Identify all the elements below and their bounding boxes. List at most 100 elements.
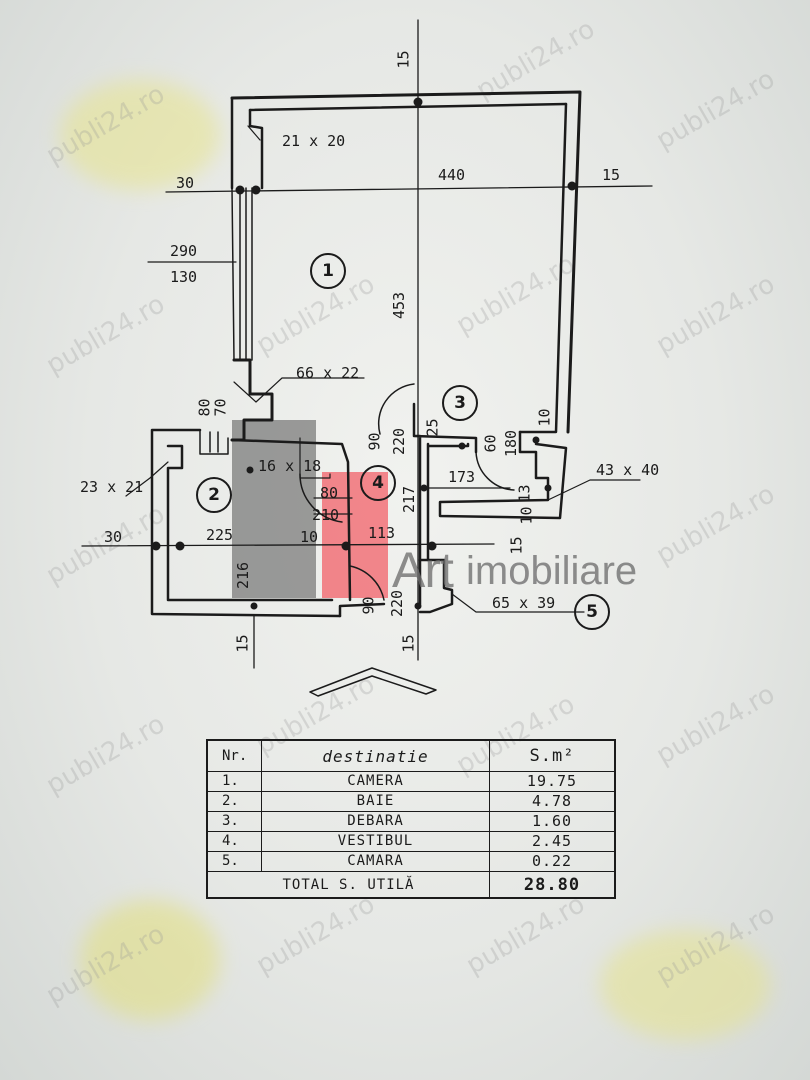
- axis-dot: [151, 541, 161, 551]
- dim-label: 217: [400, 485, 419, 514]
- dim-label: 23 x 21: [80, 478, 144, 496]
- door-80-210-lines: [313, 497, 353, 515]
- entry-wall: [418, 558, 454, 614]
- leader-65x39: [451, 593, 585, 613]
- dim-label: 440: [438, 166, 466, 184]
- yellow-stain: [60, 80, 220, 190]
- room-number-1: 1: [310, 253, 346, 289]
- outer-wall: [230, 90, 582, 434]
- table-header-row: Nr. destinatie S.m²: [208, 741, 614, 772]
- bathroom-walls: [150, 428, 342, 618]
- header-area: S.m²: [529, 746, 575, 766]
- dim-label: 30: [104, 528, 123, 546]
- north-arrow: [309, 667, 437, 697]
- table-row: 4. VESTIBUL 2.45: [208, 831, 614, 852]
- dim-label: 65 x 39: [492, 594, 556, 612]
- cell-dest: DEBARA: [262, 811, 490, 831]
- dim-label: 80: [195, 398, 214, 417]
- cell-nr: 1.: [208, 771, 262, 791]
- logo-gray-block: [232, 420, 316, 598]
- inner-wall-top: [248, 102, 568, 112]
- dim-label: 21 x 20: [282, 132, 346, 150]
- cell-area: 4.78: [531, 792, 573, 810]
- right-wall: [518, 102, 568, 434]
- leader-16x18: [299, 437, 331, 479]
- cell-dest: BAIE: [262, 791, 490, 811]
- axis-dot: [251, 185, 261, 195]
- dim-label: 60: [481, 434, 500, 453]
- dim-label: 15: [233, 634, 252, 653]
- closet-walls: [412, 402, 478, 606]
- dim-label: 130: [170, 268, 198, 286]
- door-swing-entry: [349, 565, 385, 601]
- cell-dest: CAMERA: [262, 771, 490, 791]
- dim-label: 210: [312, 506, 340, 524]
- axis-dot: [544, 484, 552, 492]
- door-swing-closet: [475, 451, 515, 491]
- leader-43x40: [547, 479, 641, 501]
- axis-dot: [420, 484, 428, 492]
- dim-label: 10: [517, 506, 536, 525]
- table-row: 5. CAMARA 0.22: [208, 851, 614, 872]
- cell-area: 0.22: [531, 852, 573, 870]
- dim-label: 220: [390, 427, 409, 456]
- dim-label: 30: [176, 174, 195, 192]
- cell-nr: 3.: [208, 811, 262, 831]
- cell-dest: CAMARA: [262, 851, 490, 871]
- axis-dot: [567, 181, 577, 191]
- room-number-5: 5: [574, 594, 610, 630]
- dim-label: 13: [515, 484, 534, 503]
- door-swing-1: [377, 383, 415, 435]
- dim-label: 90: [365, 432, 384, 451]
- dim-label: 216: [234, 561, 253, 590]
- room-number-4: 4: [360, 465, 396, 501]
- cell-nr: 5.: [208, 851, 262, 871]
- pillar-66x22: [230, 358, 274, 442]
- cell-dest: VESTIBUL: [262, 831, 490, 851]
- logo-art-text: Art: [392, 542, 454, 598]
- cell-area: 19.75: [526, 772, 578, 790]
- dim-label: 80: [320, 484, 339, 502]
- dim-label: 16 x 18: [258, 457, 322, 475]
- dim-label: 25: [423, 418, 442, 437]
- table-row: 3. DEBARA 1.60: [208, 811, 614, 832]
- bath-right-wall: [230, 438, 352, 602]
- yellow-stain: [600, 930, 770, 1040]
- leader-lines: [233, 125, 365, 403]
- cell-nr: 2.: [208, 791, 262, 811]
- dim-label: 10: [300, 528, 319, 546]
- dim-label: 15: [602, 166, 621, 184]
- cell-nr: 4.: [208, 831, 262, 851]
- bath-window: [199, 429, 229, 455]
- axis-dot: [458, 442, 466, 450]
- table-row: 1. CAMERA 19.75: [208, 771, 614, 792]
- dim-label: 290: [170, 242, 198, 260]
- dim-label: 43 x 40: [596, 461, 660, 479]
- axis-horizontal-bottom: [81, 543, 495, 547]
- axis-dot: [532, 436, 540, 444]
- logo-imobiliare-text: imobiliare: [466, 549, 638, 593]
- leader-23x21: [125, 461, 169, 497]
- yellow-stain: [80, 900, 220, 1020]
- dim-label: 70: [211, 398, 230, 417]
- table-total-row: TOTAL S. UTILĂ 28.80: [208, 871, 614, 899]
- total-label: TOTAL S. UTILĂ: [208, 871, 490, 899]
- axis-dot: [250, 602, 258, 610]
- axis-dot: [246, 466, 254, 474]
- dim-label: 15: [394, 50, 413, 69]
- window-left: [231, 187, 253, 361]
- room-number-3: 3: [442, 385, 478, 421]
- dim-label: 15: [399, 634, 418, 653]
- dim-label: 10: [535, 408, 554, 427]
- header-nr: Nr.: [208, 741, 262, 771]
- table-row: 2. BAIE 4.78: [208, 791, 614, 812]
- entry-door-line: [338, 602, 386, 618]
- dim-label: 173: [448, 468, 476, 486]
- axis-dot: [341, 541, 351, 551]
- total-value: 28.80: [523, 875, 581, 895]
- cell-area: 2.45: [531, 832, 573, 850]
- dim-label: 90: [359, 596, 378, 615]
- dim-label: 180: [502, 429, 521, 458]
- axis-dot: [414, 602, 422, 610]
